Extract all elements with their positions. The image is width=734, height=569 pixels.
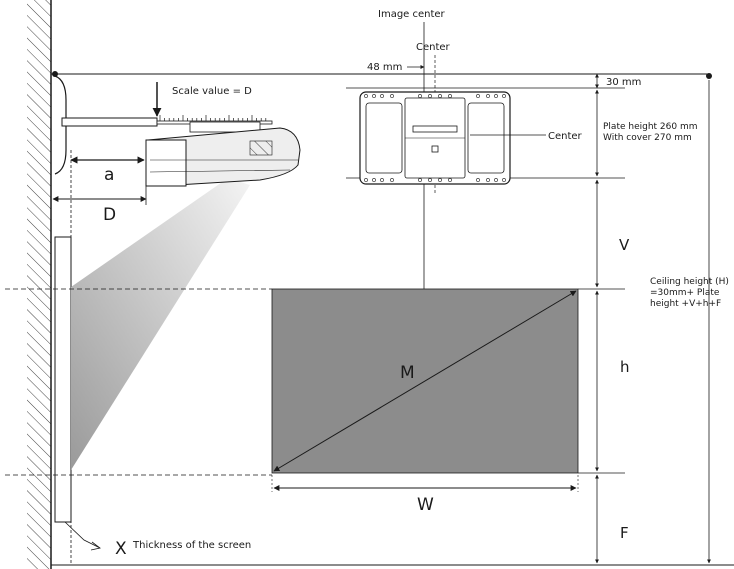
image-center-label: Image center xyxy=(378,9,446,20)
offset-label: 48 mm xyxy=(367,62,402,73)
ceiling-point-left xyxy=(52,71,58,77)
ceiling-point-right xyxy=(706,73,712,79)
ceiling-label-2: =30mm+ Plate xyxy=(650,288,720,298)
wall-screen-profile xyxy=(54,150,72,565)
label-h: h xyxy=(620,358,630,376)
label-a: a xyxy=(104,165,114,185)
ceiling-label-3: height +V+h+F xyxy=(650,299,721,309)
label-F: F xyxy=(620,524,629,542)
scale-ticks xyxy=(159,115,267,121)
thickness-label: Thickness of the screen xyxy=(132,540,251,551)
plate-cover-label: With cover 270 mm xyxy=(603,133,692,143)
label-W: W xyxy=(417,495,434,515)
thickness-pointer xyxy=(64,521,101,549)
projector xyxy=(145,121,301,187)
wall xyxy=(27,0,52,569)
top-gap-label: 30 mm xyxy=(606,77,641,88)
mounting-plate xyxy=(346,87,625,185)
center-right-label: Center xyxy=(548,131,583,142)
label-V: V xyxy=(619,236,630,254)
label-D: D xyxy=(103,205,116,225)
scale-label: Scale value = D xyxy=(172,86,252,97)
ceiling-label-1: Ceiling height (H) xyxy=(650,277,729,287)
center-top-label: Center xyxy=(416,42,451,53)
diagonal-M xyxy=(273,290,577,472)
label-M: M xyxy=(400,363,415,383)
label-X: X xyxy=(115,539,127,559)
light-beam xyxy=(71,178,250,470)
plate-height-label: Plate height 260 mm xyxy=(603,122,698,132)
